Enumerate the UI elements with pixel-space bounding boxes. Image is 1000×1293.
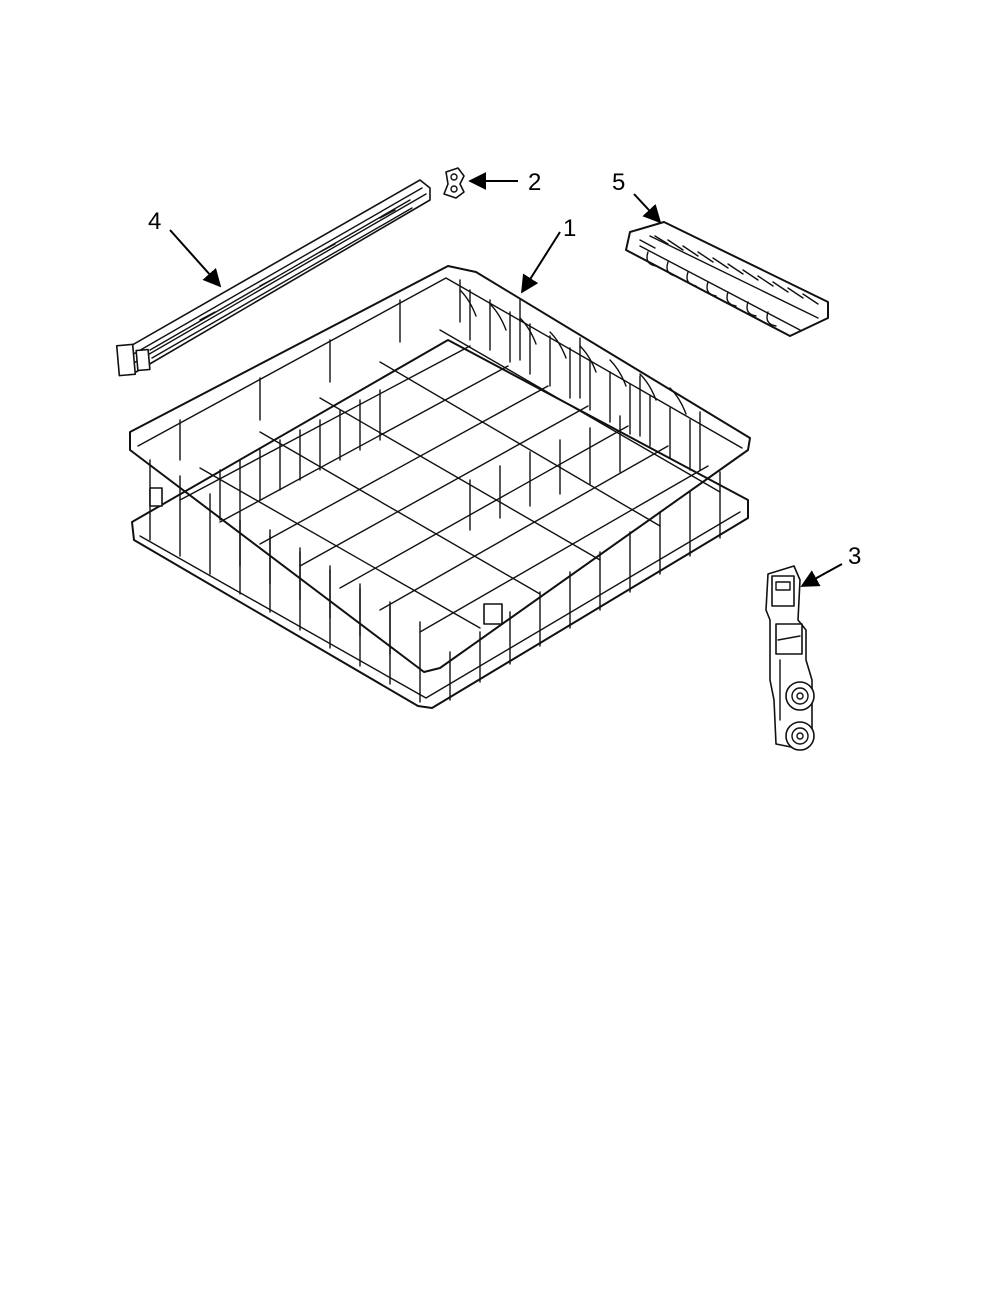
- callout-4-leader: [169, 229, 222, 288]
- callout-3-number: 3: [848, 543, 861, 570]
- callout-3: 3: [800, 543, 861, 587]
- rack-stop-clip-part: [443, 167, 465, 199]
- callout-3-leader: [800, 563, 843, 587]
- upper-rack-part: [129, 265, 751, 709]
- callout-1: 1: [521, 215, 576, 294]
- rack-adjuster-wheel-assembly-part: [765, 565, 815, 751]
- callout-5-leader: [633, 193, 662, 224]
- callout-1-number: 1: [563, 215, 576, 242]
- callout-5-number: 5: [612, 169, 625, 196]
- callout-5: 5: [612, 169, 662, 224]
- rack-rail-part: [115, 179, 431, 377]
- callout-4-number: 4: [148, 208, 161, 235]
- callout-4: 4: [148, 208, 222, 288]
- callout-1-leader: [521, 231, 561, 294]
- callout-2: 2: [468, 169, 541, 196]
- cup-shelf-part: [625, 221, 829, 337]
- callout-2-number: 2: [528, 169, 541, 196]
